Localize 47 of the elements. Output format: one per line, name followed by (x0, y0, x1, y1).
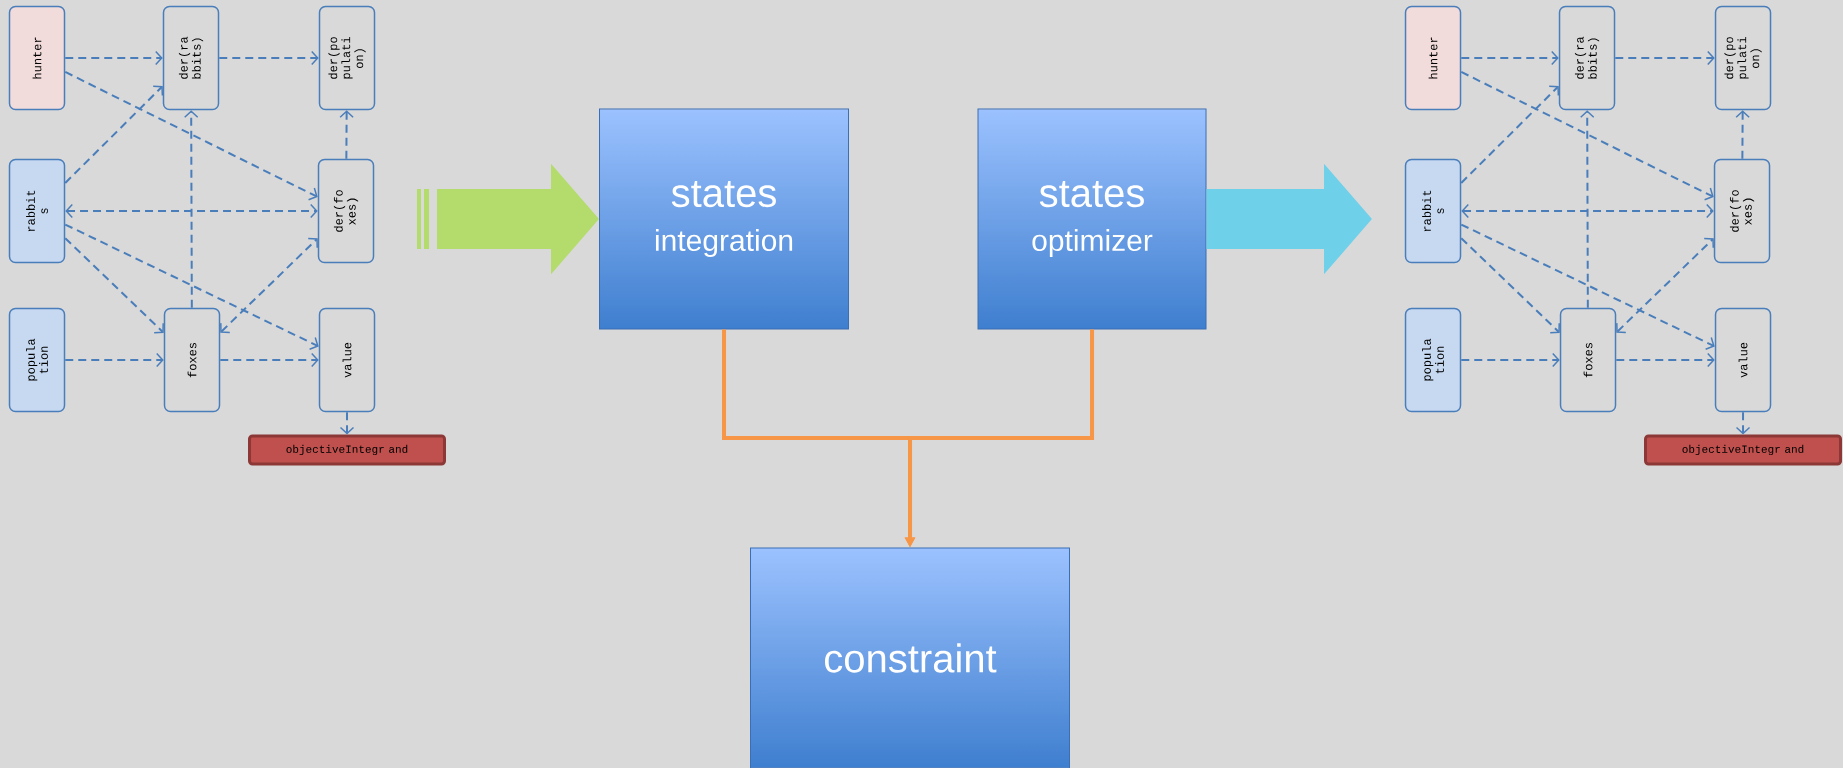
dependency-arrow (1460, 237, 1560, 334)
variable-box: value (318, 307, 376, 413)
dependency-arrow (339, 110, 354, 160)
dependency-arrow (183, 110, 199, 309)
dependency-arrow (1460, 223, 1715, 350)
dependency-arrow (64, 352, 164, 368)
output-box: objectiveIntegr and (1644, 434, 1843, 466)
dependency-arrow (65, 203, 318, 219)
variable-box: foxes (1559, 307, 1617, 413)
dependency-arrow (64, 70, 318, 201)
dependency-arrow (64, 237, 164, 334)
dependency-arrow (1615, 352, 1715, 368)
dependency-arrow (1460, 70, 1714, 201)
dependency-arrow (220, 237, 318, 334)
variable-box: popula tion (1404, 307, 1462, 413)
variable-box: rabbit s (8, 158, 66, 264)
dependency-arrow (64, 50, 163, 66)
dependency-arrow (1579, 110, 1595, 309)
dependency-arrow (64, 85, 164, 184)
dependency-arrow (1461, 203, 1714, 219)
output-box: objectiveIntegr and (248, 434, 446, 466)
dependency-arrow (1735, 411, 1751, 435)
dependency-arrow (1614, 50, 1715, 66)
variable-box: der(fo xes) (1713, 158, 1771, 264)
process-box: states integration (599, 108, 849, 330)
variable-box: rabbit s (1404, 158, 1462, 264)
dependency-arrow (219, 352, 319, 368)
variable-box: der(po pulati on) (318, 5, 376, 111)
dependency-arrow (1735, 110, 1750, 160)
variable-box: der(fo xes) (317, 158, 375, 264)
variable-box: hunter (8, 5, 66, 111)
dependency-arrow (64, 223, 319, 350)
variable-box: foxes (163, 307, 221, 413)
variable-box: der(ra bbits) (162, 5, 220, 111)
dependency-arrow (1460, 85, 1560, 184)
dependency-arrow (1460, 50, 1559, 66)
result-box: constraint (750, 547, 1070, 768)
variable-box: der(ra bbits) (1558, 5, 1616, 111)
dependency-arrow (1460, 352, 1560, 368)
variable-box: hunter (1404, 5, 1462, 111)
variable-box: value (1714, 307, 1772, 413)
process-box: states optimizer (977, 108, 1207, 330)
dependency-arrow (218, 50, 319, 66)
dependency-arrow (339, 411, 355, 435)
variable-box: popula tion (8, 307, 66, 413)
variable-box: der(po pulati on) (1714, 5, 1772, 111)
dependency-arrow (1616, 237, 1714, 334)
